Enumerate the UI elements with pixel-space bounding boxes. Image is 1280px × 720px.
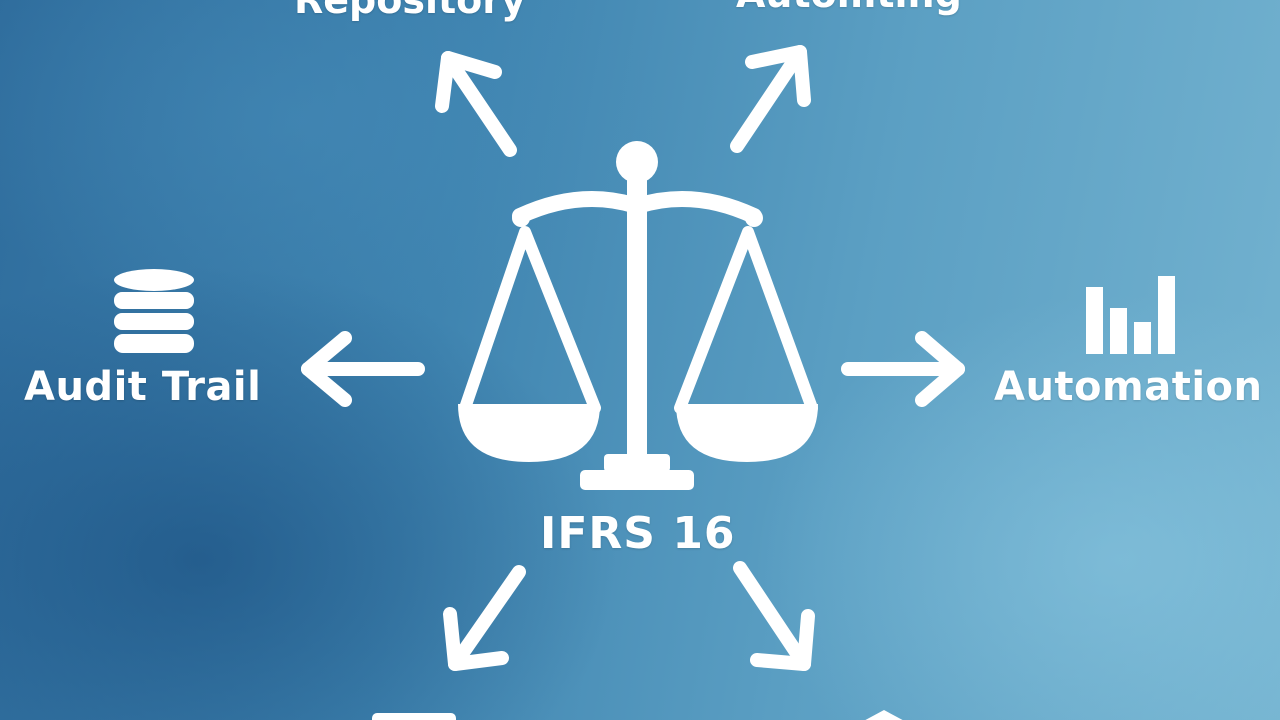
partial-bottom-right-icon — [865, 710, 903, 720]
automation-label: Automation — [994, 364, 1263, 410]
scales-of-justice-icon — [458, 141, 818, 490]
arrow-up-left — [435, 51, 517, 157]
arrow-right — [841, 331, 965, 407]
repository-label: Repository — [294, 0, 526, 22]
ifrs16-label: IFRS 16 — [540, 508, 736, 559]
automting-label: Automting — [736, 0, 962, 16]
arrow-down-left — [443, 565, 526, 671]
arrow-up-right — [730, 45, 811, 153]
audit-trail-label: Audit Trail — [24, 364, 262, 410]
partial-bottom-left-icon — [372, 713, 456, 720]
bar-chart-icon — [1086, 276, 1175, 354]
arrow-down-right — [733, 561, 815, 671]
database-icon — [114, 269, 194, 353]
arrow-left — [301, 331, 425, 407]
